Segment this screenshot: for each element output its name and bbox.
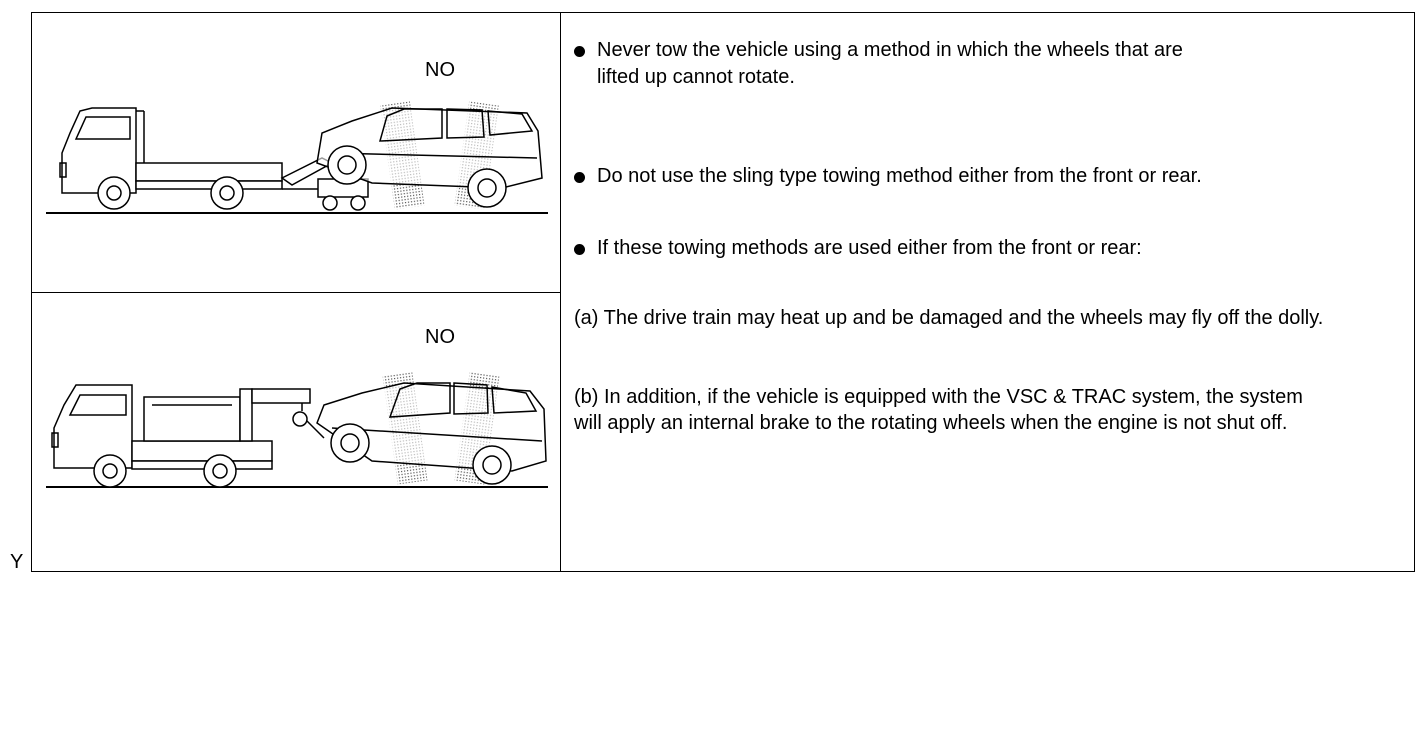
note-line: (b) In addition, if the vehicle is equip… — [574, 384, 1303, 410]
bullet-line: If these towing methods are used either … — [597, 235, 1142, 262]
bullet-line: Never tow the vehicle using a method in … — [597, 37, 1183, 64]
note-a: (a) The drive train may heat up and be d… — [574, 305, 1323, 331]
note-line: (a) The drive train may heat up and be d… — [574, 305, 1323, 331]
figure-id-label: Y — [10, 551, 23, 574]
illustration-dolly-tow: NO — [32, 13, 560, 292]
note-b: (b) In addition, if the vehicle is equip… — [574, 384, 1303, 436]
dolly-tow-drawing — [32, 13, 560, 292]
figure-frame: NO — [31, 12, 1415, 572]
bullet-line: Do not use the sling type towing method … — [597, 163, 1202, 190]
panel-label-no: NO — [425, 59, 455, 82]
bullet-no-sling: Do not use the sling type towing method … — [574, 163, 1202, 190]
towed-suv — [317, 383, 546, 484]
panel-label-no: NO — [425, 326, 455, 349]
bullet-never-tow: Never tow the vehicle using a method in … — [574, 37, 1183, 91]
note-line: will apply an internal brake to the rota… — [574, 410, 1303, 436]
bullet-dot — [574, 46, 585, 57]
wrecker-truck — [52, 385, 324, 487]
bullet-if-used: If these towing methods are used either … — [574, 235, 1142, 262]
illustration-sling-tow: NO — [32, 293, 560, 572]
bullet-line: lifted up cannot rotate. — [597, 64, 1183, 91]
sling-tow-drawing — [32, 293, 560, 572]
tow-truck — [60, 108, 332, 209]
bullet-dot — [574, 172, 585, 183]
bullet-dot — [574, 244, 585, 255]
